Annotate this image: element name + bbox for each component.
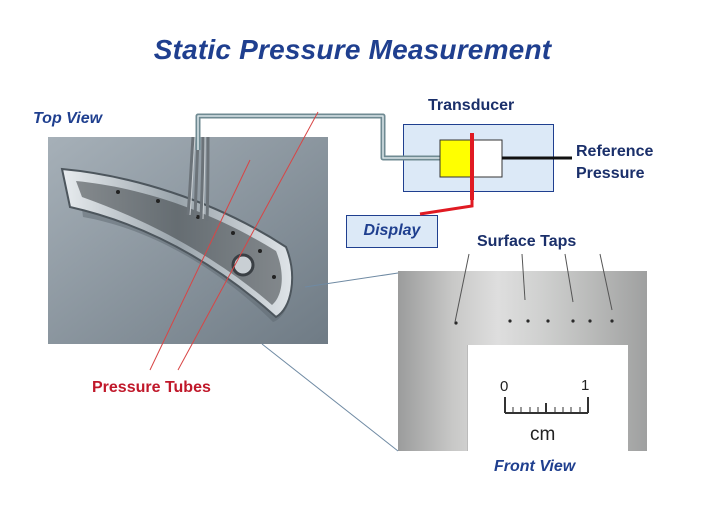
scale-zero-label: 0: [500, 378, 509, 395]
tap-pointer-2: [521, 253, 526, 301]
top-view-label: Top View: [33, 110, 103, 127]
tube-connector: [195, 113, 440, 161]
tap-pointer-4: [599, 253, 613, 311]
tube-pointer-2: [177, 111, 319, 371]
tube-connector-inner: [197, 115, 440, 159]
display-signal-line: [419, 200, 474, 216]
diagram-title: Static Pressure Measurement: [153, 34, 552, 65]
pressure-tubes-label: Pressure Tubes: [92, 379, 211, 396]
transducer-chamber-yellow: [439, 139, 473, 178]
projection-line-top: [304, 272, 399, 288]
tap-pointer-3: [564, 253, 574, 303]
surface-taps-label: Surface Taps: [477, 233, 577, 250]
tap-pointer-1: [454, 253, 470, 323]
projection-line-bottom: [261, 343, 399, 452]
cm-ruler-minor: [512, 407, 581, 413]
cm-ruler: [504, 397, 589, 414]
reference-label: Reference: [576, 143, 654, 160]
front-view-label: Front View: [494, 458, 576, 475]
transducer-label: Transducer: [428, 97, 515, 114]
scale-one-label: 1: [581, 377, 590, 394]
tube-pointer-1: [149, 159, 251, 371]
display-box: Display: [346, 215, 438, 248]
scale-unit-label: cm: [530, 424, 556, 445]
display-label: Display: [363, 222, 421, 239]
pressure-label: Pressure: [576, 165, 645, 182]
scale-card: [467, 345, 628, 451]
top-view-photo: [48, 137, 328, 344]
transducer-chamber-white: [471, 139, 503, 178]
